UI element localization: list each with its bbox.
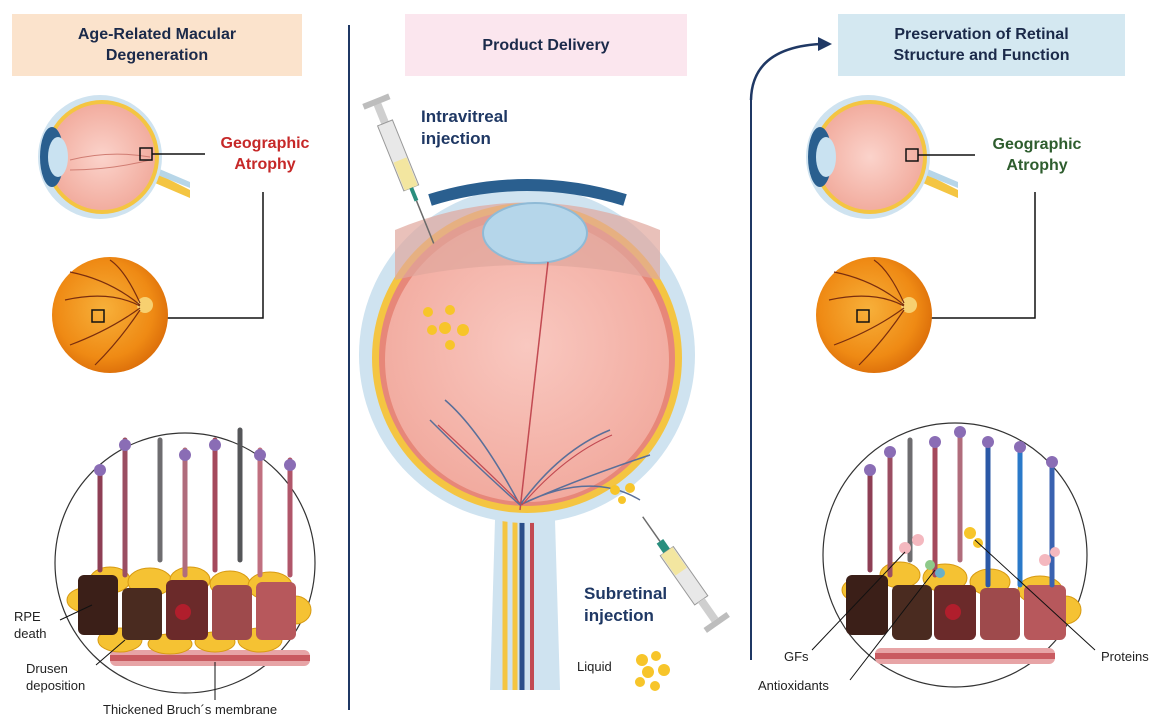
liquid-label: Liquid: [577, 658, 612, 675]
fundus-icon: [816, 257, 932, 373]
geographic-atrophy-label-right: Geographic Atrophy: [972, 134, 1102, 176]
arrow-curve-icon: [751, 37, 832, 100]
fundus-icon: [52, 257, 168, 373]
bruch-membrane-label: Thickened Bruch´s membrane: [103, 701, 277, 718]
geographic-atrophy-label-left: Geographic Atrophy: [200, 133, 330, 175]
intravitreal-injection-label: Intravitreal injection: [421, 106, 508, 150]
eye-cross-section-icon: [806, 95, 975, 219]
antioxidants-label: Antioxidants: [758, 677, 829, 694]
liquid-droplets-icon: [635, 651, 670, 691]
retina-cells-icon: [823, 423, 1087, 687]
subretinal-injection-label: Subretinal injection: [584, 583, 667, 627]
proteins-label: Proteins: [1101, 648, 1149, 665]
retina-cells-icon: [55, 430, 315, 693]
gfs-label: GFs: [784, 648, 809, 665]
rpe-death-label: RPE death: [14, 608, 47, 642]
eye-cross-section-icon: [38, 95, 205, 219]
drusen-deposition-label: Drusen deposition: [26, 660, 85, 694]
